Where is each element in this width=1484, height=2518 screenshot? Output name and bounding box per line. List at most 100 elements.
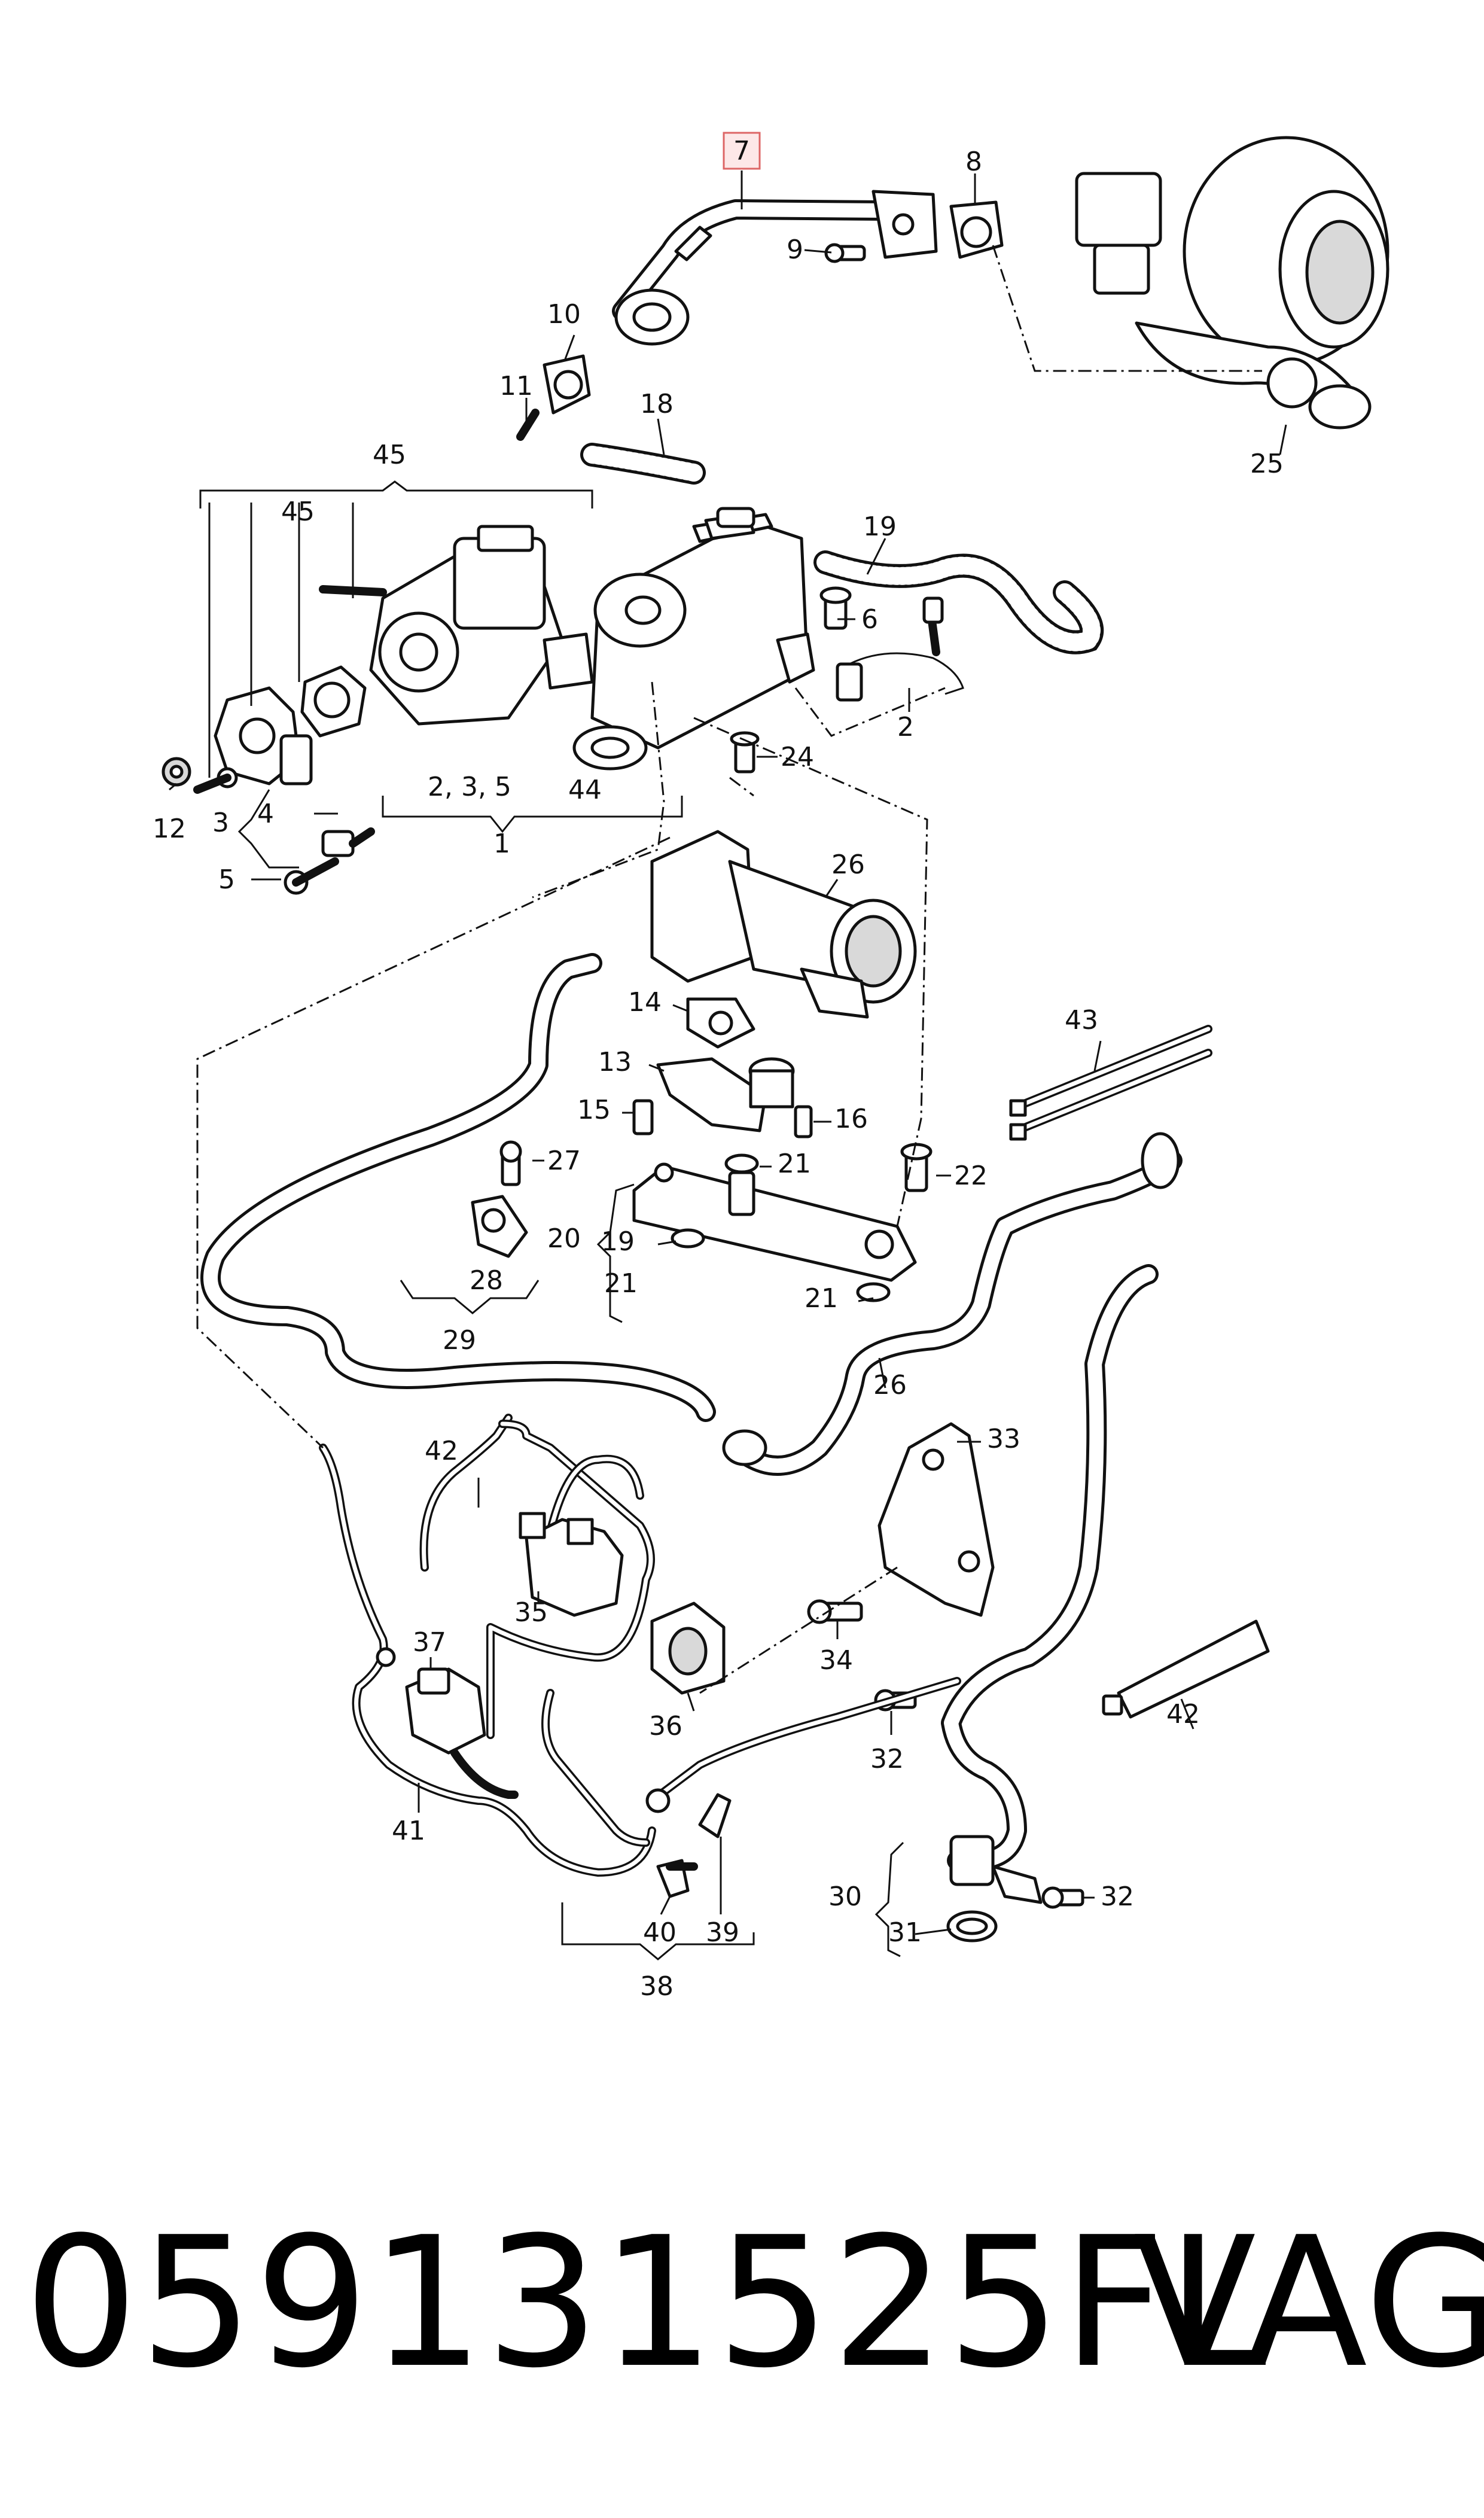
callout-label: 35 bbox=[514, 1597, 548, 1628]
callout-label: 25 bbox=[1250, 449, 1284, 479]
gasket-8 bbox=[949, 200, 1004, 259]
callout-label: 1 bbox=[493, 829, 510, 859]
pipe-13 bbox=[656, 1057, 795, 1132]
callout-labels: 7 8 9 10 11 18 45 45 19 6 2 24 25 2, 3, … bbox=[153, 136, 1284, 2002]
intake-connector bbox=[650, 830, 917, 1019]
sealant-tube-43 bbox=[1102, 1619, 1270, 1719]
callout-label: 26 bbox=[831, 850, 865, 880]
connector-30 bbox=[949, 1835, 1043, 1904]
bracket-19 bbox=[632, 1162, 917, 1282]
callout-label: 37 bbox=[413, 1627, 446, 1658]
small-bolt bbox=[193, 767, 238, 794]
callout-label: 45 bbox=[281, 497, 315, 527]
ref-line bbox=[794, 687, 946, 737]
brace-3 bbox=[237, 789, 299, 869]
part-number: 059131525FL bbox=[24, 2199, 1268, 2407]
turbocharger bbox=[1075, 136, 1389, 430]
callout-label: 42 bbox=[425, 1436, 458, 1466]
bolt-34 bbox=[807, 1599, 863, 1624]
callout-label: 2, 3, 5 bbox=[428, 772, 511, 802]
callout-label: 29 bbox=[443, 1325, 476, 1356]
brace-1 bbox=[382, 796, 683, 833]
bolt-6 bbox=[819, 586, 852, 630]
temperature-sensor-2 bbox=[836, 596, 964, 702]
callout-label: 3 bbox=[212, 808, 229, 838]
gasket-14 bbox=[686, 997, 755, 1049]
exploded-parts-diagram: 7 8 9 10 11 18 45 45 19 6 2 24 25 2, 3, … bbox=[153, 132, 1389, 2002]
highlighted-callout-box bbox=[723, 132, 761, 170]
cable-ties bbox=[1009, 1025, 1212, 1141]
nut-12 bbox=[161, 757, 191, 787]
brace-45 bbox=[199, 480, 593, 509]
callout-label: 36 bbox=[649, 1711, 682, 1741]
callout-label: 24 bbox=[781, 742, 814, 772]
callout-label: 39 bbox=[706, 1917, 739, 1948]
callout-label: 43 bbox=[1065, 1005, 1098, 1036]
clip-28 bbox=[471, 1195, 528, 1258]
ref-line bbox=[699, 1566, 898, 1694]
coolant-pipe-right bbox=[941, 1264, 1159, 1871]
callout-label: 42 bbox=[1166, 1699, 1200, 1730]
callout-label: 9 bbox=[787, 235, 803, 265]
callout-label: 16 bbox=[834, 1104, 868, 1134]
screw-5 bbox=[284, 857, 339, 895]
bracket-33 bbox=[877, 1422, 995, 1617]
callout-label: 12 bbox=[153, 814, 186, 844]
ref-line bbox=[196, 836, 671, 1449]
bolt-22 bbox=[900, 1143, 933, 1192]
hose-41 bbox=[319, 1444, 961, 1877]
egr-pipe bbox=[612, 190, 938, 346]
callout-label: 19 bbox=[863, 511, 897, 542]
callout-label: 7 bbox=[733, 136, 750, 166]
ref-line bbox=[992, 245, 1262, 372]
gasket-45 bbox=[572, 725, 648, 771]
washers bbox=[671, 1153, 891, 1302]
callout-label: 6 bbox=[861, 604, 878, 635]
bolt-29 bbox=[499, 1140, 522, 1186]
connectors-39-40 bbox=[656, 1793, 732, 1898]
callout-label: 28 bbox=[470, 1265, 503, 1296]
vacuum-line-42 bbox=[419, 1414, 655, 1739]
brace-27 bbox=[400, 1280, 540, 1314]
bushing-36 bbox=[650, 1601, 726, 1695]
gasket-10 bbox=[543, 354, 591, 415]
brace-19 bbox=[596, 1183, 635, 1323]
hose-18 bbox=[813, 550, 1104, 654]
brace-30 bbox=[874, 1841, 904, 1957]
stud-11 bbox=[516, 409, 540, 441]
brace-38 bbox=[561, 1902, 755, 1960]
callout-label: 4 bbox=[257, 799, 274, 829]
coolant-hose-27 bbox=[200, 953, 716, 1422]
callout-label: 20 bbox=[547, 1223, 581, 1254]
bolt-23 bbox=[730, 731, 760, 774]
callout-label: 5 bbox=[218, 864, 235, 895]
callout-label: 30 bbox=[828, 1881, 862, 1912]
sensor-4 bbox=[321, 827, 375, 857]
callout-label: 33 bbox=[987, 1424, 1020, 1454]
o-ring-31 bbox=[946, 1910, 998, 1942]
solenoid-valve-35 bbox=[519, 1512, 624, 1617]
callout-label: 11 bbox=[499, 371, 533, 401]
leader-lines bbox=[169, 170, 1287, 1935]
callout-label: 8 bbox=[965, 147, 982, 177]
callout-label: 10 bbox=[547, 299, 581, 330]
ref-line bbox=[729, 777, 754, 797]
ref-line bbox=[693, 717, 928, 1227]
callout-label: 14 bbox=[628, 987, 662, 1018]
callout-label: 41 bbox=[392, 1816, 425, 1846]
bolt-16 bbox=[794, 1105, 813, 1138]
egr-valve bbox=[300, 525, 594, 738]
callout-label: 38 bbox=[640, 1971, 674, 2002]
egr-cooler bbox=[590, 507, 815, 750]
callout-label: 40 bbox=[643, 1917, 677, 1948]
brand-name: VAG bbox=[1133, 2199, 1484, 2407]
callout-label: 45 bbox=[373, 440, 406, 470]
hose-17 bbox=[580, 443, 706, 485]
callout-label: 32 bbox=[870, 1744, 904, 1774]
callout-label: 21 bbox=[805, 1283, 838, 1314]
coolant-hose-26 bbox=[722, 1132, 1183, 1476]
flange-housing bbox=[214, 686, 313, 785]
callout-label: 31 bbox=[888, 1917, 922, 1948]
bolt-9 bbox=[824, 243, 866, 263]
callout-label: 21 bbox=[604, 1268, 638, 1299]
